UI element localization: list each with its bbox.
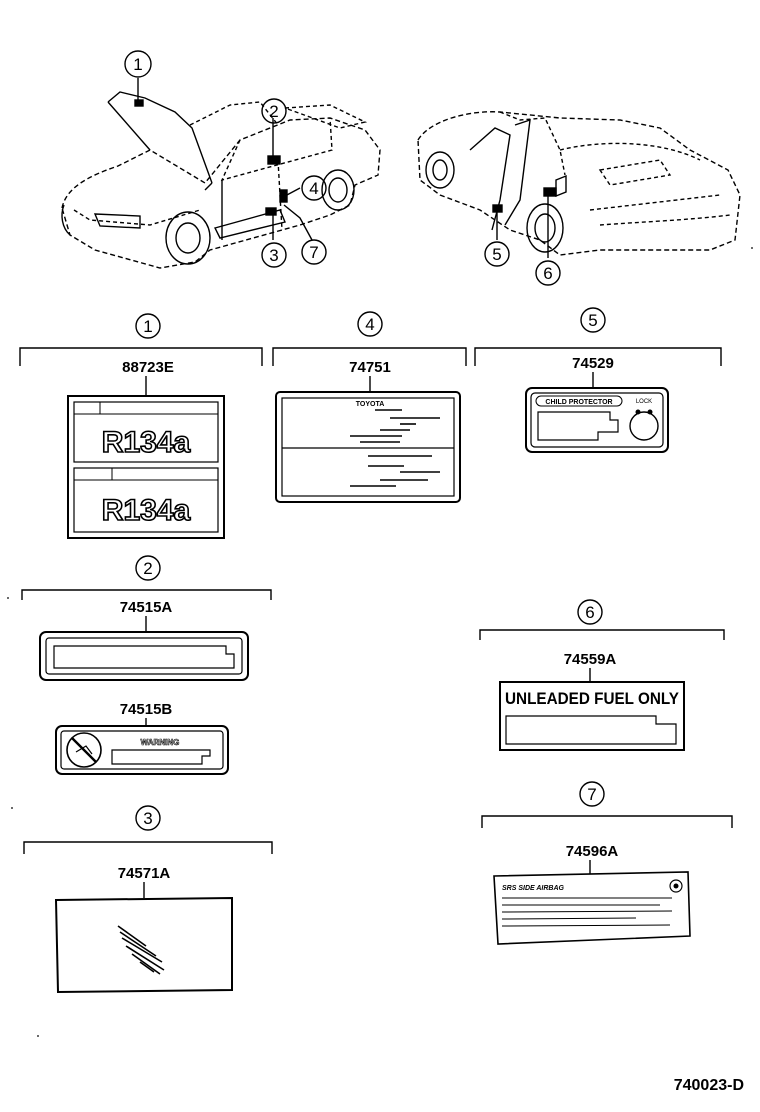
svg-text:7: 7 [587,785,596,804]
callout-6: 6 [535,260,561,286]
svg-text:2: 2 [269,102,278,121]
part-number-74515A: 74515A [120,599,173,616]
section-7: 7 74596A SRS SIDE AIRBAG [481,781,733,945]
svg-text:R134a: R134a [102,426,191,459]
section-4: 4 74751 TOYOTA [272,311,467,503]
part-number-74529: 74529 [572,355,614,372]
section-6: 6 74559A UNLEADED FUEL ONLY [479,599,725,751]
part-number-74559A: 74559A [564,651,617,668]
label-74571A [54,896,233,994]
svg-text:3: 3 [269,246,278,265]
section-2: 2 74515A 74515B WARNING [21,555,272,775]
svg-text:TOYOTA: TOYOTA [356,401,385,408]
svg-text:3: 3 [143,809,152,828]
section-1: 1 88723E R134a R134a [19,313,263,539]
svg-text:1: 1 [133,55,142,74]
callout-4: 4 [301,175,327,201]
label-74559A: UNLEADED FUEL ONLY [499,681,685,751]
label-74515B: WARNING [55,725,229,775]
part-number-88723E: 88723E [122,359,174,376]
diagram-id: 740023-D [674,1077,744,1094]
svg-text:UNLEADED FUEL ONLY: UNLEADED FUEL ONLY [505,689,680,708]
part-number-74571A: 74571A [118,865,171,882]
part-number-74596A: 74596A [566,843,619,860]
svg-text:CHILD PROTECTOR: CHILD PROTECTOR [545,399,612,406]
section-3: 3 74571A [23,805,273,994]
svg-text:1: 1 [143,317,152,336]
svg-text:7: 7 [309,243,318,262]
svg-text:4: 4 [309,179,318,198]
label-74751: TOYOTA [275,391,461,503]
part-number-74515B: 74515B [120,701,173,718]
svg-text:SRS SIDE AIRBAG: SRS SIDE AIRBAG [502,885,565,892]
callout-3: 3 [261,242,287,268]
svg-text:5: 5 [588,311,597,330]
callout-2: 2 [261,98,287,124]
svg-text:6: 6 [543,264,552,283]
svg-text:WARNING: WARNING [141,738,180,747]
label-88723E: R134a R134a [67,395,225,539]
callout-5: 5 [484,241,510,267]
callout-1: 1 [124,50,152,78]
svg-text:5: 5 [492,245,501,264]
svg-text:R134a: R134a [102,494,191,527]
label-74529: CHILD PROTECTOR LOCK [525,387,669,453]
part-number-74751: 74751 [349,359,391,376]
svg-text:4: 4 [365,315,374,334]
section-5: 5 74529 CHILD PROTECTOR LOCK [474,307,722,453]
svg-text:2: 2 [143,559,152,578]
svg-text:6: 6 [585,603,594,622]
front-car-illustration [61,78,381,269]
label-74515A [39,631,249,681]
callout-7: 7 [301,239,327,265]
label-74596A: SRS SIDE AIRBAG [493,871,691,945]
scan-specks [7,247,753,1037]
svg-text:LOCK: LOCK [636,399,652,405]
rear-car-illustration [417,111,741,258]
